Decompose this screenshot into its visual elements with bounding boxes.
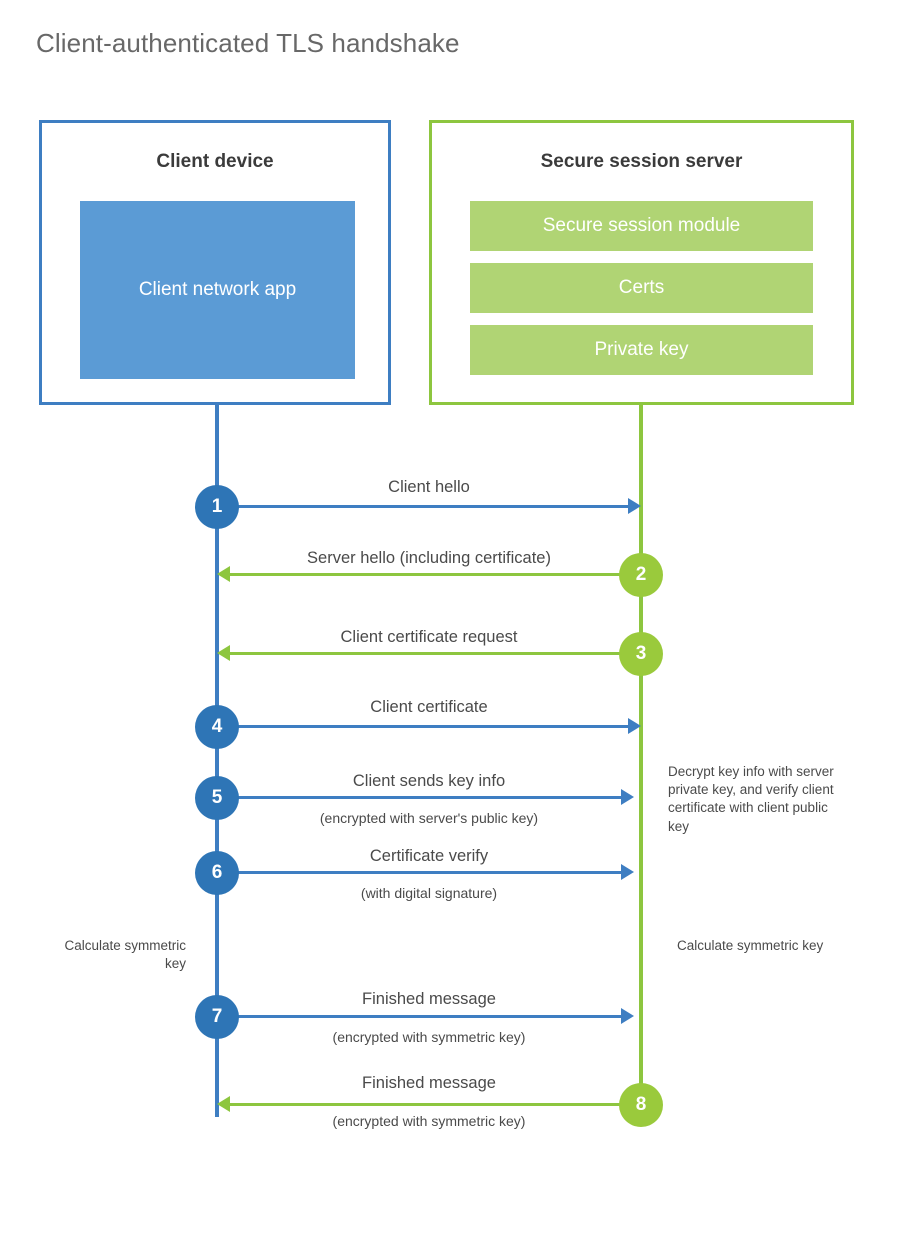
step-badge-4: 4 — [195, 705, 239, 749]
step-5-arrow-line — [217, 796, 621, 799]
step-badge-7: 7 — [195, 995, 239, 1039]
step-5-arrow-head-icon — [621, 789, 634, 805]
step-8-arrow-head-icon — [217, 1096, 230, 1112]
step-1-label: Client hello — [388, 478, 470, 496]
secure-session-server-box: Secure session server Secure session mod… — [429, 120, 854, 405]
step-7-label: Finished message — [362, 990, 496, 1008]
step-2-arrow-line — [230, 573, 641, 576]
step-3-label: Client certificate request — [340, 628, 518, 646]
server-module-list: Secure session module Certs Private key — [470, 201, 813, 375]
page-title: Client-authenticated TLS handshake — [36, 28, 460, 58]
server-module-secure-session-module: Secure session module — [470, 201, 813, 251]
step-3-arrow-head-icon — [217, 645, 230, 661]
step-7-sublabel: (encrypted with symmetric key) — [332, 1029, 526, 1045]
step-5-sublabel: (encrypted with server's public key) — [319, 810, 539, 826]
step-6-sublabel: (with digital signature) — [360, 885, 498, 901]
client-device-title: Client device — [156, 151, 274, 172]
step-4-label: Client certificate — [370, 698, 488, 716]
step-1-arrow-head-icon — [628, 498, 641, 514]
step-2-arrow-head-icon — [217, 566, 230, 582]
server-module-certs: Certs — [470, 263, 813, 313]
step-badge-2: 2 — [619, 553, 663, 597]
step-8-arrow-line — [230, 1103, 641, 1106]
secure-session-server-title: Secure session server — [540, 151, 743, 172]
step-badge-6: 6 — [195, 851, 239, 895]
step-7-arrow-head-icon — [621, 1008, 634, 1024]
step-badge-3: 3 — [619, 632, 663, 676]
server-module-private-key: Private key — [470, 325, 813, 375]
step-badge-5: 5 — [195, 776, 239, 820]
step-5-label: Client sends key info — [352, 772, 506, 790]
step-6-arrow-head-icon — [621, 864, 634, 880]
step-6-arrow-line — [217, 871, 621, 874]
step-1-arrow-line — [217, 505, 628, 508]
step-6-label: Certificate verify — [369, 847, 489, 865]
step-2-label: Server hello (including certificate) — [307, 549, 551, 567]
step-badge-8: 8 — [619, 1083, 663, 1127]
client-device-box: Client device Client network app — [39, 120, 391, 405]
step-4-arrow-head-icon — [628, 718, 641, 734]
step-4-arrow-line — [217, 725, 628, 728]
step-8-label: Finished message — [362, 1074, 496, 1092]
server-calculate-symmetric-key-annotation: Calculate symmetric key — [677, 938, 824, 953]
server-lifeline — [639, 405, 643, 1105]
server-decrypt-annotation: Decrypt key info with server private key… — [668, 764, 834, 834]
step-badge-1: 1 — [195, 485, 239, 529]
client-lifeline — [215, 405, 219, 1117]
step-7-arrow-line — [217, 1015, 621, 1018]
client-network-app-block: Client network app — [80, 201, 355, 379]
step-8-sublabel: (encrypted with symmetric key) — [332, 1113, 526, 1129]
step-3-arrow-line — [230, 652, 641, 655]
client-calculate-symmetric-key-annotation: Calculate symmetric key — [64, 938, 186, 972]
